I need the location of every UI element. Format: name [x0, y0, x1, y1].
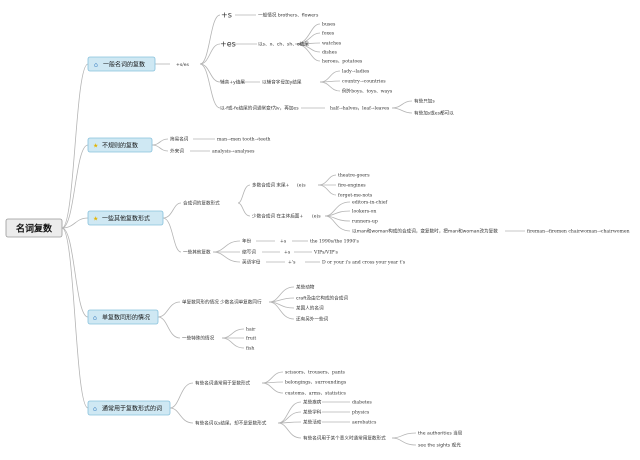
category-box: [87, 210, 164, 226]
node-text: 单复数同形的情况 少数名词单复数同行: [182, 299, 262, 306]
node-text: 有些名词通常用于复数形式: [195, 380, 251, 387]
node-text: 简易名词: [170, 136, 189, 143]
list-item: 例外boys、toys、ways: [342, 88, 393, 95]
category-label: 不规则的复数: [102, 142, 138, 150]
list-item: 某国人的名词: [296, 305, 324, 312]
list-item: 有些只加s: [414, 98, 435, 105]
list-item: forget-me-nots: [338, 193, 373, 199]
node-text: 一些其他复数: [183, 249, 211, 256]
list-item: fish: [246, 346, 254, 352]
row-label: 年份: [242, 238, 252, 245]
row-add: +s: [280, 239, 287, 245]
list-item: lookers-on: [352, 209, 376, 215]
category-label: 一些其他复数形式: [102, 215, 150, 223]
node-text: 辅音+y结尾: [220, 79, 245, 86]
connector-lines: [61, 14, 525, 446]
row-label: 缩写词: [242, 249, 256, 256]
category-box: [87, 137, 153, 153]
list-item: scissors、trousers、pants: [285, 370, 346, 376]
list-item: hair: [246, 327, 256, 333]
node-text: 以s、x、ch、sh、o结尾: [258, 41, 309, 48]
list-item: runners-up: [352, 220, 378, 225]
node-text: 一些特殊的情况: [182, 335, 215, 342]
node-text: (e)s: [297, 182, 306, 189]
list-item: the authorities 当局: [418, 430, 463, 437]
list-item: belongings、surroundings: [285, 380, 347, 386]
node-text: analysis→analyses: [212, 149, 255, 155]
category-node-3[interactable]: ★ 一些其他复数形式: [87, 210, 164, 226]
node-text: 多数合成词 末尾+: [252, 182, 290, 189]
root-node[interactable]: 名词复数: [5, 218, 63, 238]
list-item: country→countries: [342, 79, 386, 85]
home-icon: ⌂: [93, 315, 97, 322]
row-example: D or your i's and cross your year t's: [322, 260, 406, 266]
row-label: 某些活动: [303, 419, 322, 426]
list-item: buses: [322, 22, 336, 28]
node-text: 有些名词以s结尾，却不是复数形式: [195, 420, 267, 427]
row-label: 英语字母: [242, 259, 261, 266]
root-label: 名词复数: [16, 223, 53, 235]
list-item: 还有另外一些词: [296, 316, 329, 323]
category-node-4[interactable]: ⌂ 单复数同形的情况: [87, 309, 159, 325]
category-box: [87, 400, 171, 416]
root-box: [5, 218, 63, 238]
home-icon: ⌂: [93, 406, 97, 413]
list-item: dishes: [322, 50, 337, 56]
row-example: physics: [352, 410, 370, 416]
category-node-1[interactable]: ⌂ 一般名词的复数: [87, 56, 156, 72]
node-text: man→men tooth→teeth: [217, 137, 271, 143]
list-item: foxes: [322, 31, 335, 37]
row-example: aerobatics: [352, 420, 377, 426]
plus-s-label: +s: [221, 11, 232, 20]
node-text: 外来词: [170, 148, 184, 155]
category-box: [87, 56, 156, 72]
row-add: +s: [284, 250, 291, 256]
list-item: craft及由它构成的合成词: [296, 295, 348, 302]
rule-label: +s/es: [176, 62, 189, 68]
category-label: 单复数同形的情况: [102, 314, 150, 322]
list-item: 有些加s或es都可以: [414, 110, 454, 117]
star-icon: ★: [93, 143, 98, 150]
row-example: the 1990s/the 1990's: [310, 239, 360, 245]
category-node-5[interactable]: ⌂ 通常用于复数形式的词: [87, 400, 171, 416]
node-text: 少数合成词 在主体后面+: [252, 213, 303, 220]
list-item: heroes、potatoes: [322, 59, 363, 65]
category-node-2[interactable]: ★ 不规则的复数: [87, 137, 153, 153]
list-item: fire-engines: [338, 183, 366, 189]
node-text: half→halves，leaf→leaves: [330, 106, 390, 112]
node-text: fireman→firemen chairwoman→chairwomen: [527, 229, 630, 235]
list-item: lady→ladies: [342, 69, 370, 75]
row-example: VIPs/VIP's: [313, 250, 338, 256]
node-text: 一般情况 brothers、flowers: [258, 12, 319, 19]
category-box: [87, 309, 159, 325]
plus-es-label: +es: [220, 40, 236, 49]
row-add: +'s: [288, 260, 296, 266]
node-text: 以辅音字母加y结尾: [262, 79, 302, 86]
list-item: editors-in-chief: [352, 200, 388, 206]
list-item: watches: [322, 41, 342, 47]
category-label: 通常用于复数形式的词: [102, 405, 162, 413]
node-text: 合成词的复数形式: [183, 200, 220, 207]
node-text: (e)s: [312, 213, 321, 220]
home-icon: ⌂: [94, 62, 98, 69]
node-text: 有些名词用于某个意义时通常用复数形式: [303, 435, 386, 442]
es-example-list: buses foxes watches dishes heroes、potato…: [322, 22, 363, 65]
node-text: 以-f或-fe结尾的词通常变f为v，再加es: [220, 105, 299, 112]
list-item: 以man和woman构成的合成词，变复数时，把man和woman改为复数: [352, 228, 498, 235]
category-label: 一般名词的复数: [103, 61, 145, 69]
list-item: fruit: [246, 336, 256, 342]
row-example: diabetes: [352, 400, 372, 406]
list-item: customs、arms、statistics: [285, 391, 347, 397]
list-item: theatre-goers: [338, 173, 370, 179]
star-icon: ★: [93, 216, 98, 223]
row-label: 某些学科: [303, 409, 322, 416]
row-label: 某些疾病: [303, 399, 322, 406]
list-item: see the sights 观光: [418, 442, 461, 449]
list-item: 某些动物: [296, 284, 315, 291]
